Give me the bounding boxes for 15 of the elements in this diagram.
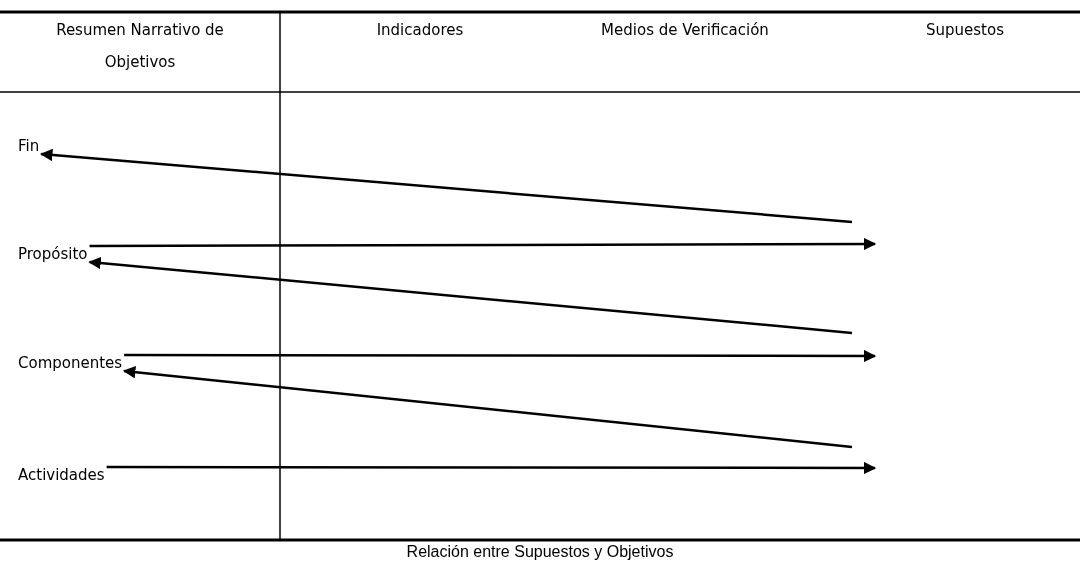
row-label: Actividades — [18, 465, 105, 485]
arrow — [89, 237, 877, 251]
row-label: Propósito — [18, 244, 88, 264]
arrow — [124, 349, 877, 363]
arrow — [106, 461, 877, 475]
column-header: Medios de Verificación — [600, 20, 770, 41]
column-header: Supuestos — [925, 20, 1005, 41]
arrow — [88, 256, 853, 335]
arrow — [39, 148, 853, 224]
arrow — [122, 365, 853, 449]
column-header: Resumen Narrativo de Objetivos — [55, 20, 225, 73]
column-header: Indicadores — [375, 20, 465, 41]
row-label: Componentes — [18, 353, 123, 373]
row-label: Fin — [18, 136, 40, 156]
caption: Relación entre Supuestos y Objetivos — [405, 543, 675, 561]
